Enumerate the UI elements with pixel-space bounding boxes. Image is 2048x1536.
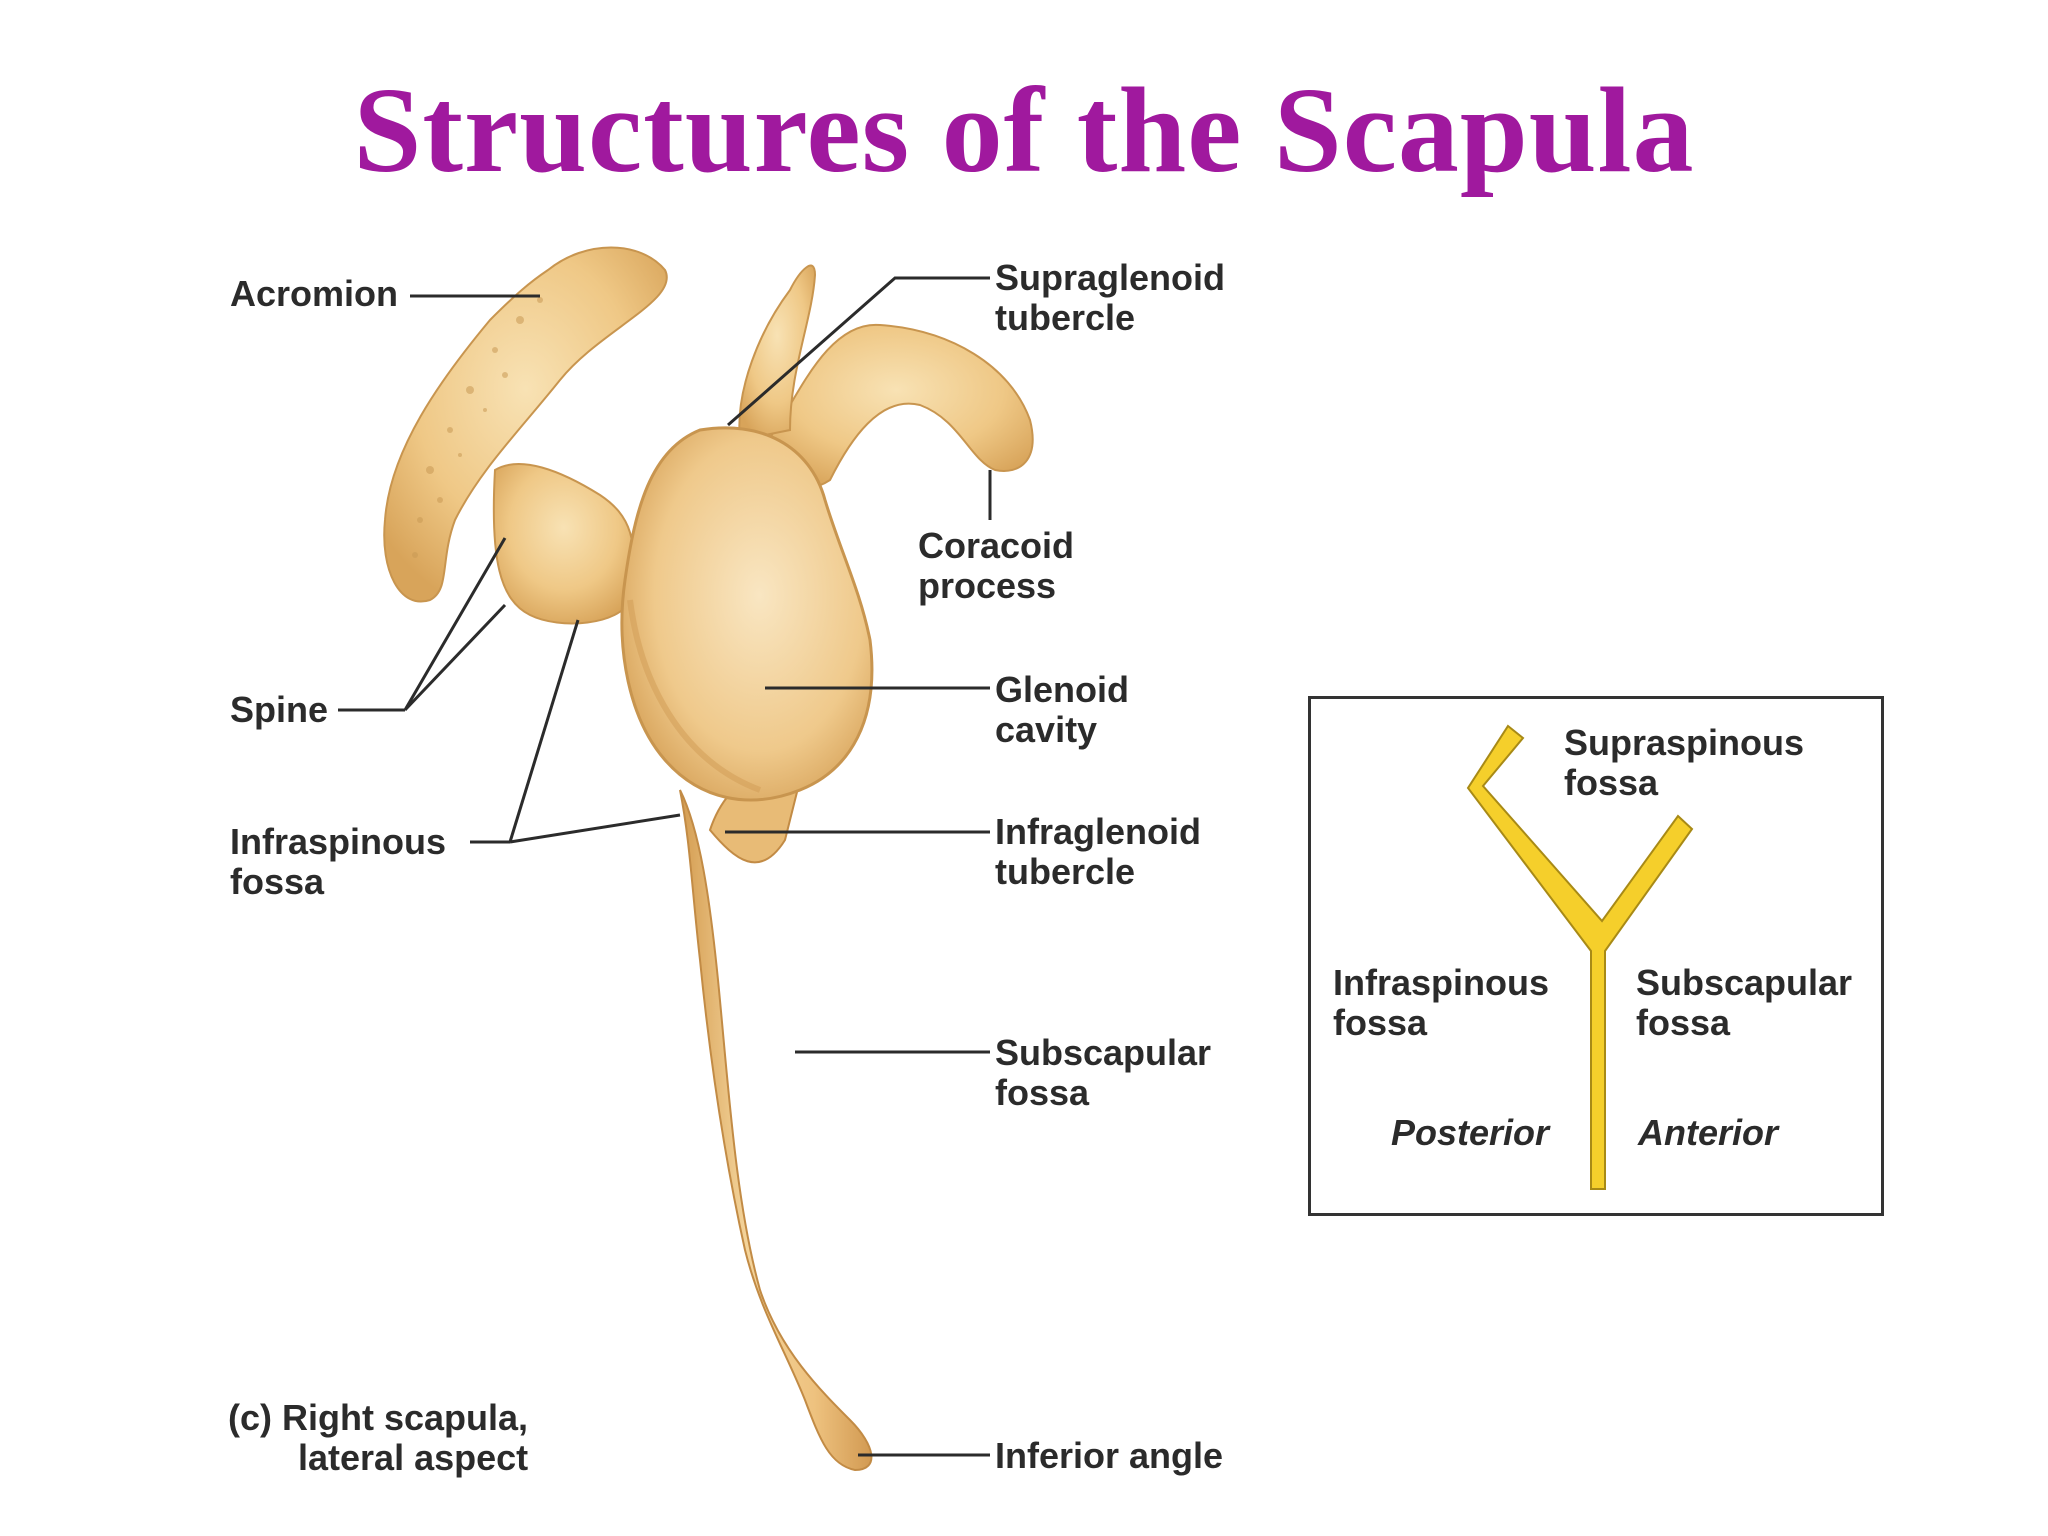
label-supraglenoid-tubercle: Supraglenoid tubercle [995, 257, 1226, 338]
acromion-bone [383, 246, 668, 603]
spine-bone [492, 463, 635, 625]
inset-label-supraspinous: Supraspinous fossa [1564, 722, 1805, 803]
figure-caption: (c) Right scapula, lateral aspect [228, 1397, 529, 1478]
inset-label-posterior: Posterior [1391, 1112, 1550, 1153]
leader-supraglenoid [727, 276, 990, 427]
inset-label-subscapular: Subscapular fossa [1636, 962, 1853, 1043]
leader-spine-a [403, 537, 507, 711]
glenoid-cavity-shape [620, 426, 874, 802]
leader-infraspinous-a [508, 619, 580, 843]
inset-panel: Supraspinous fossa Infraspinous fossa Su… [1308, 696, 1884, 1216]
leader-spine-b [403, 603, 507, 712]
label-subscapular-fossa: Subscapular fossa [995, 1032, 1212, 1113]
label-inferior-angle: Inferior angle [995, 1435, 1224, 1476]
leader-infraspinous-b [509, 813, 681, 844]
inset-label-infraspinous: Infraspinous fossa [1333, 962, 1550, 1043]
label-infraspinous-fossa: Infraspinous fossa [230, 821, 447, 902]
label-glenoid-cavity: Glenoid cavity [995, 669, 1129, 750]
coracoid-bone [758, 323, 1034, 490]
inset-label-anterior: Anterior [1638, 1112, 1779, 1153]
y-shape [1466, 724, 1694, 1190]
scapula-body [679, 789, 873, 1472]
label-spine: Spine [230, 689, 329, 730]
label-infraglenoid-tubercle: Infraglenoid tubercle [995, 811, 1201, 892]
label-coracoid-process: Coracoid process [918, 525, 1075, 606]
y-shape-diagram [1466, 724, 1694, 1190]
page-title: Structures of the Scapula [353, 63, 1695, 198]
label-acromion: Acromion [230, 273, 399, 314]
